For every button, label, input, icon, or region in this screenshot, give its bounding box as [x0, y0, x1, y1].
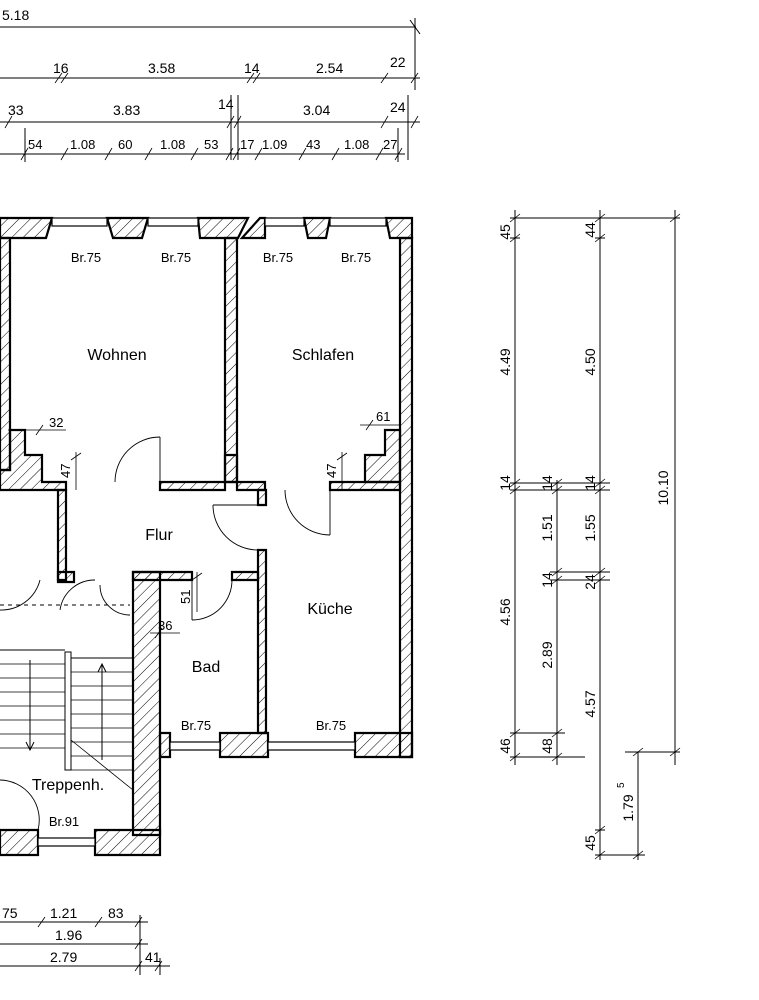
- top-dim-row3-3: 3.04: [303, 102, 330, 118]
- bottom-dim-row3-1: 41: [145, 949, 161, 965]
- bottom-dimension-chain: 75 1.21 83 1.96 2.79 41: [0, 905, 170, 975]
- right-dim-col3-3: 1.55: [582, 514, 598, 541]
- right-dim-col1-2: 14: [497, 475, 513, 491]
- right-dim-col3-1: 4.50: [582, 348, 598, 375]
- right-dim-col3-superscript: 5: [616, 782, 627, 788]
- window-label-kueche: Br.75: [316, 718, 346, 733]
- right-dim-col3-5: 4.57: [582, 690, 598, 717]
- walls: [0, 216, 414, 857]
- opening-labels: Br.75 Br.75 Br.75 Br.75 Br.75 Br.75 Br.9…: [49, 250, 371, 829]
- top-dimension-chain: 5.18 16 3.58 14 2.54 22 33 3.83 14 3.04 …: [0, 7, 421, 162]
- right-dim-col3-7: 1.79: [620, 794, 636, 821]
- top-dim-row2-0: 16: [53, 60, 69, 76]
- right-dim-col1-4: 46: [497, 738, 513, 754]
- top-dim-row2-4: 22: [390, 54, 406, 70]
- top-dim-row3-0: 33: [8, 102, 24, 118]
- room-bad: Bad: [192, 659, 220, 676]
- room-treppenhaus: Treppenh.: [32, 777, 104, 794]
- inner-dim-51: 51: [178, 590, 193, 604]
- windows: [37, 217, 387, 847]
- window-label-schlafen-1: Br.75: [263, 250, 293, 265]
- inner-dim-32: 32: [49, 415, 63, 430]
- bottom-dim-row1-0: 75: [2, 905, 18, 921]
- right-dim-col2-1: 1.51: [539, 514, 555, 541]
- room-schlafen: Schlafen: [292, 347, 354, 364]
- top-dim-row2-2: 14: [244, 60, 260, 76]
- window-label-schlafen-2: Br.75: [341, 250, 371, 265]
- right-dim-col1-3: 4.56: [497, 598, 513, 625]
- right-dim-col2-3: 2.89: [539, 641, 555, 668]
- window-label-treppe: Br.91: [49, 814, 79, 829]
- right-dim-col2-2: 14: [539, 572, 555, 588]
- top-dim-row4-2: 60: [118, 137, 132, 152]
- top-dim-row1-0: 5.18: [2, 7, 29, 23]
- top-dim-row3-2: 14: [218, 96, 234, 112]
- right-dim-col3-4: 24: [582, 574, 598, 590]
- right-dim-col2-0: 14: [539, 475, 555, 491]
- right-dim-col3-0: 44: [582, 222, 598, 238]
- top-dim-row4-5: 17: [240, 137, 254, 152]
- bottom-dim-row2-0: 1.96: [55, 927, 82, 943]
- inner-dim-36: 36: [158, 618, 172, 633]
- bottom-dim-row1-2: 83: [108, 905, 124, 921]
- room-kueche: Küche: [307, 601, 352, 618]
- window-label-bad: Br.75: [181, 718, 211, 733]
- inner-dim-61: 61: [376, 409, 390, 424]
- top-dim-row4-1: 1.08: [70, 137, 95, 152]
- right-dimension-chain: 45 4.49 14 4.56 46 14 1.51 14 2.89 48 44…: [497, 210, 681, 860]
- room-labels: Wohnen Schlafen Flur Küche Bad Treppenh.: [32, 347, 354, 794]
- inner-dim-47-right: 47: [324, 464, 339, 478]
- window-label-wohnen-1: Br.75: [71, 250, 101, 265]
- top-dim-row4-6: 1.09: [262, 137, 287, 152]
- bottom-dim-row1-1: 1.21: [50, 905, 77, 921]
- top-dim-row2-1: 3.58: [148, 60, 175, 76]
- right-dim-col1-0: 45: [497, 224, 513, 240]
- doors: [0, 436, 331, 831]
- right-dim-col3-2: 14: [582, 475, 598, 491]
- top-dim-row4-0: 54: [28, 137, 42, 152]
- top-dim-row4-7: 43: [306, 137, 320, 152]
- top-dim-row3-1: 3.83: [113, 102, 140, 118]
- window-label-wohnen-2: Br.75: [161, 250, 191, 265]
- top-dim-row3-4: 24: [390, 99, 406, 115]
- right-dim-col2-4: 48: [539, 738, 555, 754]
- inner-dim-47-left: 47: [58, 464, 73, 478]
- right-dim-total: 10.10: [655, 470, 671, 505]
- room-wohnen: Wohnen: [87, 347, 146, 364]
- room-flur: Flur: [145, 527, 173, 544]
- top-dim-row4-8: 1.08: [344, 137, 369, 152]
- right-dim-col3-6: 45: [582, 835, 598, 851]
- inner-dimensions: 32 61 47 47 51 36: [8, 409, 400, 639]
- top-dim-row4-4: 53: [204, 137, 218, 152]
- right-dim-col1-1: 4.49: [497, 348, 513, 375]
- top-dim-row4-3: 1.08: [160, 137, 185, 152]
- bottom-dim-row3-0: 2.79: [50, 949, 77, 965]
- stairs: [0, 649, 134, 791]
- top-dim-row4-9: 27: [383, 137, 397, 152]
- top-dim-row2-3: 2.54: [316, 60, 343, 76]
